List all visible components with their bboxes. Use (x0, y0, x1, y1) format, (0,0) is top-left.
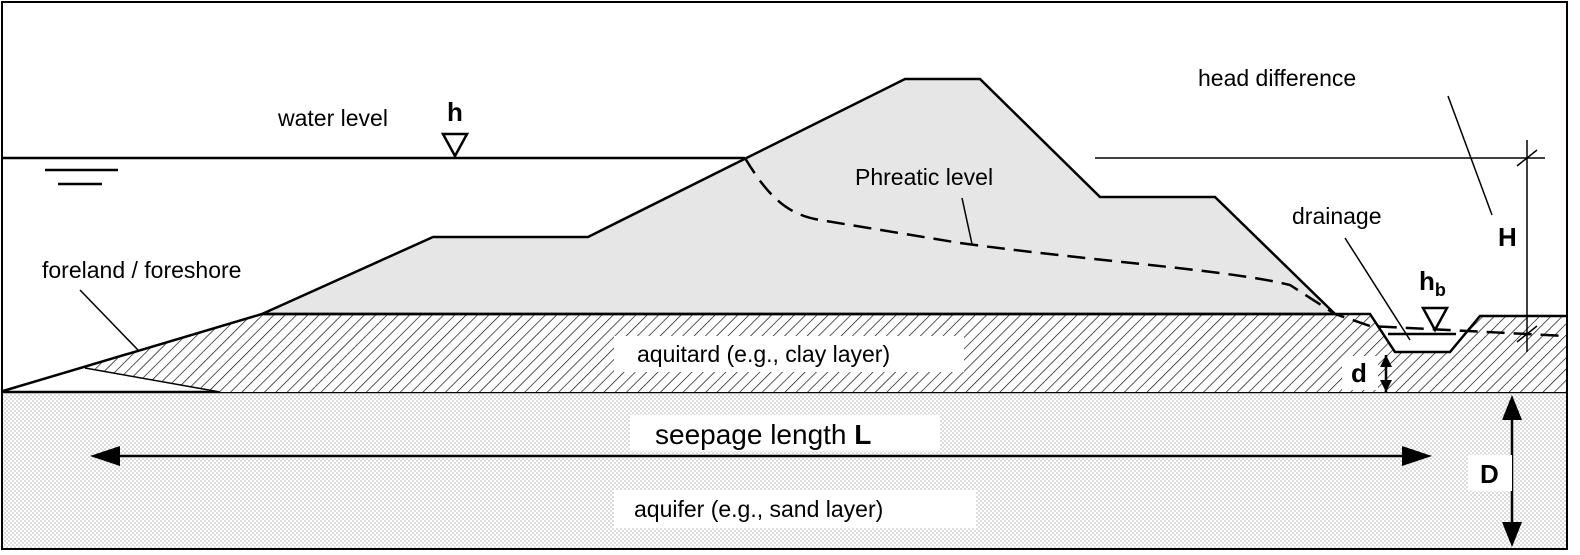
hb-sub: b (1435, 280, 1446, 300)
hb-main: h (1419, 266, 1435, 296)
D-label-bg (1468, 455, 1512, 491)
head-difference-label: head difference (1198, 65, 1356, 91)
drainage-label: drainage (1292, 203, 1382, 229)
drainage-triangle-icon (1420, 306, 1450, 333)
phreatic-line (743, 157, 1567, 338)
seepage-label-bg (630, 415, 940, 451)
water-level-triangle-icon (440, 132, 470, 159)
ground-surface (2, 312, 1566, 393)
phreatic-leader (961, 197, 973, 245)
seepage-arrow-right (1402, 446, 1432, 466)
aquifer-label: aquifer (e.g., sand layer) (634, 496, 883, 522)
phreatic-level-label: Phreatic level (855, 164, 993, 190)
foreland-label: foreland / foreshore (42, 257, 241, 283)
h-symbol: h (447, 97, 463, 127)
dike-body (261, 77, 1339, 316)
d-symbol: d (1351, 358, 1367, 388)
D-arrow-bottom (1502, 522, 1522, 547)
D-arrow-top (1502, 395, 1522, 420)
D-symbol: D (1480, 459, 1499, 489)
L-symbol: L (854, 419, 871, 450)
foreland-leader (79, 289, 139, 351)
aquitard-label-bg (614, 336, 964, 372)
H-symbol: H (1498, 222, 1517, 252)
aquifer-label-bg (614, 490, 976, 528)
aquitard-inner-edge (84, 367, 221, 393)
seepage-arrow-left (90, 446, 120, 466)
H-tick-top (1516, 149, 1538, 167)
d-label-bg (1342, 356, 1378, 390)
H-label-bg (1492, 218, 1526, 254)
hb-symbol: hb (1419, 266, 1446, 300)
aquitard-label: aquitard (e.g., clay layer) (637, 341, 890, 367)
water-level-label: water level (277, 105, 388, 131)
head-difference-leader (1447, 95, 1493, 216)
d-arrow-top (1380, 355, 1392, 367)
H-tick-bottom (1516, 325, 1538, 343)
seepage-length-text: seepage length (655, 419, 854, 450)
d-arrow-bottom (1380, 380, 1392, 392)
seepage-length-label: seepage length L (655, 419, 871, 450)
drainage-leader (1344, 237, 1411, 341)
